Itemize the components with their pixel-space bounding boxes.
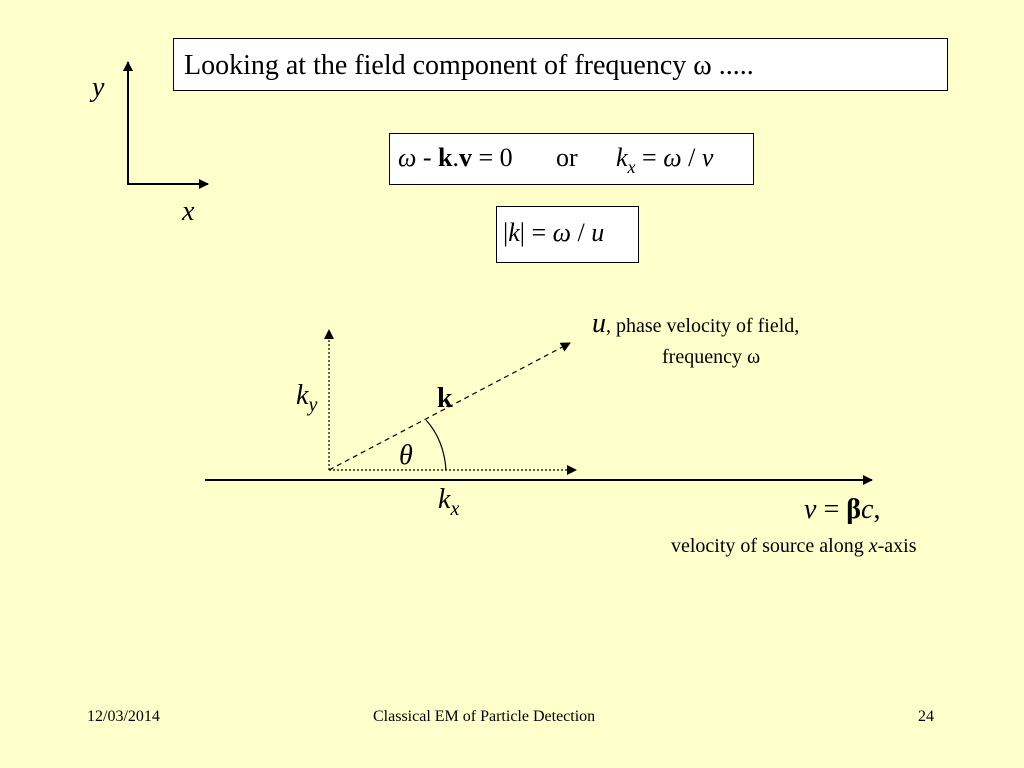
v-comma: , [873, 494, 881, 525]
eq1-minus: - [416, 143, 439, 172]
v-desc-prefix: velocity of source along [671, 535, 869, 557]
eq2-eq: = [524, 218, 553, 247]
k-vector-line [328, 342, 571, 471]
eq1-v: v [459, 143, 472, 172]
kx-sub: x [450, 498, 460, 520]
eq2-bar-left: | [503, 218, 509, 247]
kx-main: k [438, 484, 451, 515]
phase-velocity-label: u, phase velocity of field, [592, 308, 799, 340]
ky-main: k [296, 380, 309, 411]
eq2-k: k [508, 218, 520, 247]
equation-dispersion-box: ω - k.v = 0 or kx = ω / v [389, 133, 754, 185]
footer-page-number: 24 [918, 708, 934, 725]
beta-symbol: β [846, 494, 861, 525]
theta-label: θ [399, 440, 413, 471]
eq1-k2: k [616, 143, 628, 172]
equation-magnitude: |k| = ω / u [503, 218, 604, 248]
slide-title: Looking at the field component of freque… [184, 50, 754, 81]
c-symbol: c [861, 494, 874, 525]
eq1-eq: = [635, 143, 664, 172]
equation-magnitude-box: |k| = ω / u [496, 206, 639, 263]
v-eq: = [816, 494, 847, 525]
kx-label: kx [438, 484, 459, 520]
source-velocity-formula: v = βc, [804, 494, 880, 526]
eq1-slash: / [681, 143, 702, 172]
eq1-v2: v [701, 143, 714, 172]
title-box: Looking at the field component of freque… [173, 38, 948, 91]
theta-arc [425, 419, 447, 471]
equation-kx: kx = ω / v [616, 143, 714, 177]
eq1-k: k [438, 143, 453, 172]
eq1-dot: . [452, 143, 460, 172]
v-desc-suffix: -axis [877, 535, 917, 557]
eq2-u: u [591, 218, 605, 247]
v-desc-axis: x [868, 535, 878, 557]
footer-date: 12/03/2014 [87, 708, 160, 725]
v-symbol: v [804, 494, 817, 525]
small-x-label: x [182, 196, 195, 227]
u-symbol: u [592, 308, 606, 339]
eq1-k2-sub: x [627, 157, 636, 177]
ky-label: ky [296, 380, 317, 416]
ky-sub: y [308, 394, 318, 416]
eq1-eq-zero: = 0 [472, 143, 513, 172]
equation-dispersion: ω - k.v = 0 [398, 143, 513, 173]
k-vector-label: k [437, 383, 453, 414]
source-velocity-desc: velocity of source along x-axis [671, 535, 917, 558]
eq2-slash: / [571, 218, 592, 247]
eq2-omega: ω [552, 218, 572, 247]
eq1-omega2: ω [663, 143, 682, 172]
u-desc-line1: , phase velocity of field, [606, 315, 800, 337]
eq2-bar-right: | [519, 218, 525, 247]
footer-course: Classical EM of Particle Detection [373, 708, 596, 725]
equation-or: or [556, 143, 578, 172]
small-y-label: y [92, 72, 105, 103]
eq1-omega: ω [398, 143, 417, 172]
phase-velocity-frequency: frequency ω [662, 346, 761, 368]
